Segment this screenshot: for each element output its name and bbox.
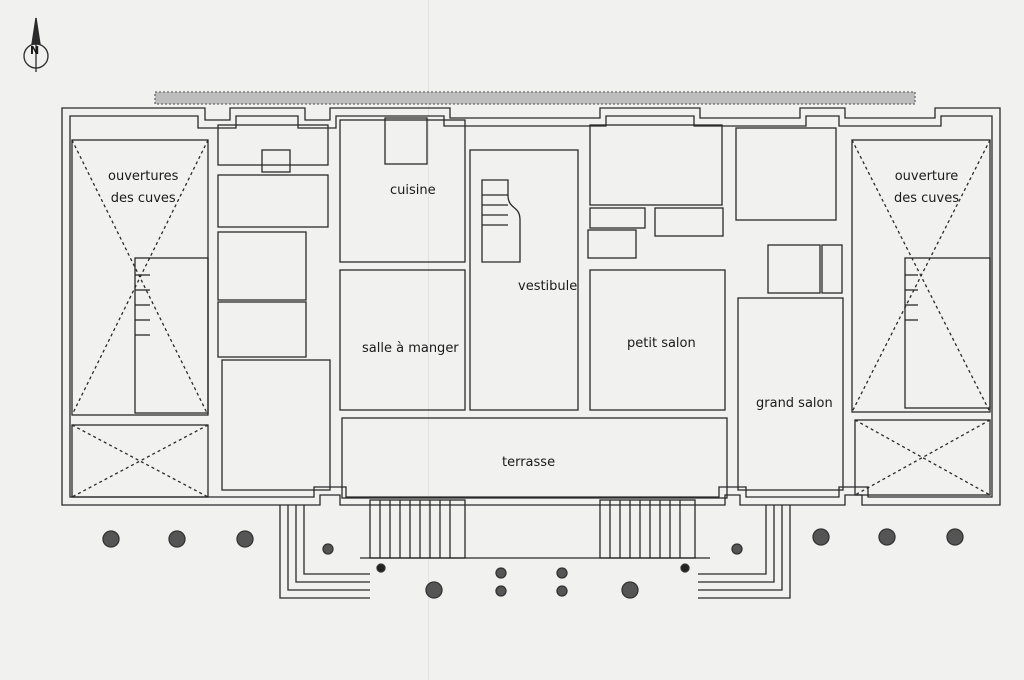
hedge-row [154, 91, 916, 105]
label-grand-salon: grand salon [756, 396, 833, 411]
tree-row [102, 528, 964, 599]
terrasse-area [341, 417, 728, 499]
label-ouvertures-left: ouvertures des cuves [108, 169, 179, 206]
label-vestibule: vestibule [518, 279, 578, 294]
room-vestibule [469, 149, 579, 411]
label-cuisine: cuisine [390, 183, 436, 198]
north-arrow-icon [23, 17, 49, 72]
label-salle-a-manger: salle à manger [362, 341, 459, 356]
steps-right [599, 499, 696, 559]
label-petit-salon: petit salon [627, 336, 696, 351]
page-fold [428, 0, 429, 680]
outer-wall [61, 107, 1001, 506]
room-cuisine [339, 119, 466, 263]
room-salle-a-manger [339, 269, 466, 411]
north-letter: N [30, 44, 40, 57]
room-petit-salon [589, 269, 726, 411]
label-terrasse: terrasse [502, 455, 556, 470]
room-grand-salon [737, 297, 844, 491]
steps-left [369, 499, 466, 559]
label-ouverture-right: ouverture des cuves [894, 169, 960, 206]
